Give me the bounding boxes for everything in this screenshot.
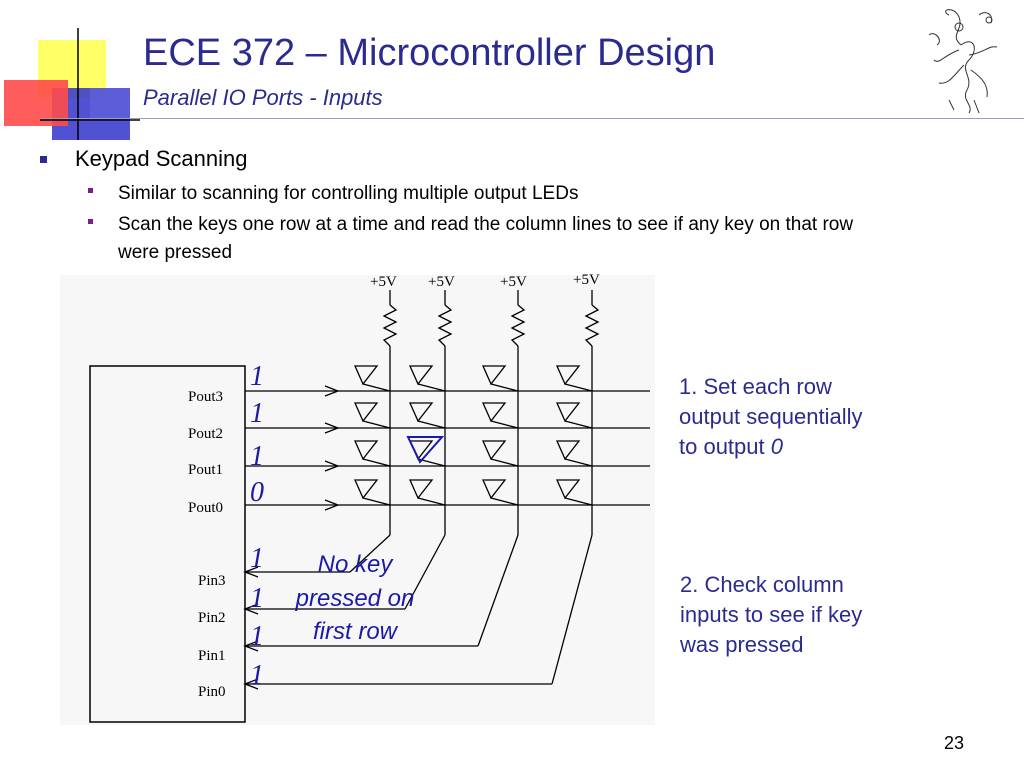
- row-arrow: [324, 460, 340, 472]
- bullet-marker: [40, 156, 47, 163]
- supply-label: +5V: [370, 274, 397, 290]
- step2-note: 2. Check column inputs to see if key was…: [680, 570, 862, 660]
- key-switch-lead: [490, 420, 519, 429]
- key-switch-lead: [490, 497, 519, 506]
- pin-arrow: [243, 603, 259, 615]
- slide-title: ECE 372 – Microcontroller Design: [143, 32, 716, 74]
- pullup-resistor: [437, 304, 453, 347]
- key-switch: [353, 365, 379, 386]
- row-arrow: [324, 422, 340, 434]
- port-label-pin1: Pin1: [198, 648, 226, 664]
- key-switch-lead: [564, 497, 593, 506]
- key-switch: [481, 479, 507, 500]
- key-switch: [353, 402, 379, 423]
- step1-value: 0: [770, 434, 783, 459]
- key-switch: [481, 440, 507, 461]
- annotation-line-1: No key: [318, 551, 395, 578]
- port-label-pout1: Pout1: [188, 462, 223, 478]
- key-switch-lead: [362, 420, 391, 429]
- key-switch-lead: [564, 458, 593, 467]
- sketch-figure-logo: [928, 9, 998, 114]
- port-label-pout0: Pout0: [188, 500, 223, 516]
- step1-note: 1. Set each row output sequentially to o…: [679, 372, 862, 462]
- key-switch-lead: [362, 458, 391, 467]
- microcontroller-box: [89, 365, 246, 723]
- key-switch: [555, 440, 581, 461]
- column-diagonal: [404, 534, 446, 610]
- key-switch: [555, 365, 581, 386]
- input-value-pin3: 1: [250, 543, 264, 574]
- pullup-resistor: [584, 304, 600, 347]
- key-switch: [555, 479, 581, 500]
- port-label-pin3: Pin3: [198, 573, 226, 589]
- input-value-pin2: 1: [250, 583, 264, 614]
- key-switch-lead: [490, 383, 519, 392]
- bullet-text: Scan the keys one row at a time and read…: [118, 214, 854, 263]
- column-diagonal: [477, 534, 519, 647]
- input-value-pin0: 1: [250, 660, 264, 691]
- step2-line: was pressed: [680, 632, 804, 657]
- supply-label: +5V: [573, 272, 600, 288]
- port-label-pin2: Pin2: [198, 610, 226, 626]
- pullup-resistor: [382, 304, 398, 347]
- key-switch-lead: [362, 383, 391, 392]
- key-switch-lead: [490, 458, 519, 467]
- title-divider: [40, 118, 1024, 119]
- corner-decoration: [4, 28, 140, 140]
- key-switch: [408, 479, 434, 500]
- pin-arrow: [243, 678, 259, 690]
- annotation-line-3: first row: [313, 618, 399, 645]
- key-switch: [408, 402, 434, 423]
- annotation-line-2: pressed on: [295, 585, 415, 612]
- bullet-text: Keypad Scanning: [75, 146, 248, 171]
- step1-line: to output 0: [679, 432, 862, 462]
- step1-line: output sequentially: [679, 404, 863, 429]
- input-value-pin1: 1: [250, 621, 264, 652]
- key-switch-lead: [417, 497, 446, 506]
- port-label-pout3: Pout3: [188, 389, 223, 405]
- key-switch: [353, 479, 379, 500]
- bullet-text: Similar to scanning for controlling mult…: [118, 183, 579, 204]
- highlighted-key-switch: [406, 436, 445, 464]
- port-label-pin0: Pin0: [198, 684, 226, 700]
- step2-line: inputs to see if key: [680, 602, 863, 627]
- key-switch: [555, 402, 581, 423]
- pin-arrow: [243, 640, 259, 652]
- keypad-diagram-background: [60, 275, 655, 725]
- row-arrow: [324, 385, 340, 397]
- supply-label: +5V: [500, 274, 527, 290]
- bullet-marker: [88, 188, 93, 193]
- key-switch: [481, 365, 507, 386]
- step1-prefix: to output: [679, 434, 771, 459]
- bullet-marker: [88, 219, 93, 224]
- output-value-pout1: 1: [250, 441, 264, 472]
- page-number: 23: [943, 733, 964, 753]
- key-switch-lead: [362, 497, 391, 506]
- key-switch: [481, 402, 507, 423]
- key-switch-lead: [564, 420, 593, 429]
- key-switch: [353, 440, 379, 461]
- output-value-pout2: 1: [250, 398, 264, 429]
- column-diagonal: [551, 534, 593, 685]
- pin-arrow: [243, 566, 259, 578]
- step2-line: 2. Check column: [680, 572, 844, 597]
- step1-line: 1. Set each row: [679, 374, 832, 399]
- slide-subtitle: Parallel IO Ports - Inputs: [143, 85, 383, 110]
- port-label-pout2: Pout2: [188, 426, 223, 442]
- key-switch-lead: [417, 383, 446, 392]
- column-diagonal: [349, 534, 391, 573]
- key-switch-lead: [564, 383, 593, 392]
- output-value-pout0: 0: [250, 477, 264, 508]
- key-switch-lead: [417, 420, 446, 429]
- pullup-resistor: [510, 304, 526, 347]
- supply-label: +5V: [428, 274, 455, 290]
- row-arrow: [324, 499, 340, 511]
- key-switch: [408, 365, 434, 386]
- output-value-pout3: 1: [250, 361, 264, 392]
